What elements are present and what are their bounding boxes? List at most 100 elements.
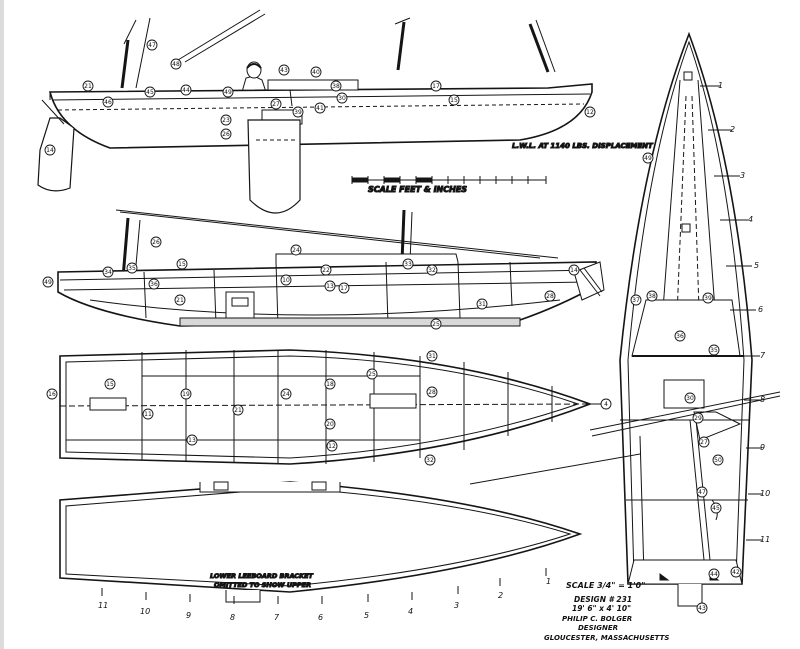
- callout-circle: [544, 290, 556, 302]
- callout-number: 21: [84, 83, 92, 90]
- callout-circle: [326, 440, 338, 452]
- station-number: 6: [318, 613, 323, 622]
- callout-circle: [278, 64, 290, 76]
- leeboard-note-line-2: OMITTED TO SHOW UPPER: [214, 581, 311, 589]
- callout-number: 44: [710, 571, 718, 578]
- part-callout: 37: [630, 294, 642, 306]
- callout-circle: [698, 436, 710, 448]
- callout-circle: [424, 454, 436, 466]
- callout-number: 34: [104, 269, 112, 276]
- callout-number: 39: [294, 109, 302, 116]
- callout-circle: [82, 80, 94, 92]
- part-callout: 49: [222, 86, 234, 98]
- callout-circle: [402, 258, 414, 270]
- part-callout: 32: [426, 264, 438, 276]
- callout-circle: [314, 102, 326, 114]
- callout-number: 49: [44, 279, 52, 286]
- part-callout: 29: [692, 412, 704, 424]
- callout-circle: [338, 282, 350, 294]
- part-callout: 44: [180, 84, 192, 96]
- part-callout: 22: [320, 264, 332, 276]
- part-callout: 12: [584, 106, 596, 118]
- callout-number: 10: [282, 277, 290, 284]
- callout-circle: [310, 66, 322, 78]
- callout-circle: [104, 378, 116, 390]
- callout-circle: [430, 80, 442, 92]
- leeboard-note-line-1: LOWER LEEBOARD BRACKET: [210, 572, 314, 580]
- station-number: 1: [546, 577, 551, 586]
- part-callout: 38: [330, 80, 342, 92]
- part-callout: 47: [696, 486, 708, 498]
- part-callout: 47: [146, 39, 158, 51]
- scale-note: SCALE 3/4" = 1'0": [566, 581, 645, 590]
- part-callout: 24: [280, 388, 292, 400]
- callout-number: 15: [450, 97, 458, 104]
- callout-circle: [684, 392, 696, 404]
- part-callout: 45: [144, 86, 156, 98]
- callout-number: 27: [272, 101, 280, 108]
- part-callout: 49: [642, 152, 654, 164]
- callout-number: 49: [644, 155, 652, 162]
- callout-circle: [280, 388, 292, 400]
- part-callout: 17: [338, 282, 350, 294]
- station-number: 7: [760, 351, 766, 360]
- designer-name: PHILIP C. BOLGER: [562, 615, 632, 623]
- callout-number: 33: [404, 261, 412, 268]
- station-number: 10: [140, 607, 150, 616]
- callout-circle: [220, 128, 232, 140]
- callout-circle: [710, 502, 722, 514]
- callout-number: 29: [694, 415, 702, 422]
- part-callout: 31: [426, 350, 438, 362]
- station-number: 2: [730, 125, 735, 134]
- part-callout: 40: [310, 66, 322, 78]
- deck-plan-view: 1 2 3 4 5 6 7 8 9 10 11: [469, 31, 781, 607]
- part-callout: 23: [220, 114, 232, 126]
- part-callout: 25: [430, 318, 442, 330]
- callout-number: 48: [172, 61, 180, 68]
- callout-circle: [42, 276, 54, 288]
- callout-number: 32: [426, 457, 434, 464]
- station-number: 11: [98, 601, 108, 610]
- callout-circle: [180, 84, 192, 96]
- callout-number: 20: [326, 421, 334, 428]
- callout-number: 21: [176, 297, 184, 304]
- title-block: SCALE 3/4" = 1'0" DESIGN # 231 19' 6" x …: [544, 581, 669, 642]
- part-callout: 15: [176, 258, 188, 270]
- callout-number: 27: [700, 439, 708, 446]
- callout-circle: [426, 264, 438, 276]
- part-callout: 19: [180, 388, 192, 400]
- callout-circle: [290, 244, 302, 256]
- callout-circle: [600, 398, 612, 410]
- part-callout: 35: [126, 262, 138, 274]
- callout-circle: [222, 86, 234, 98]
- part-callout: 11: [142, 408, 154, 420]
- part-callout: 20: [324, 418, 336, 430]
- part-callout: 41: [314, 102, 326, 114]
- callout-circle: [232, 404, 244, 416]
- callout-number: 26: [222, 131, 230, 138]
- callout-number: 23: [222, 117, 230, 124]
- designer-title: DESIGNER: [578, 624, 618, 632]
- callout-circle: [180, 388, 192, 400]
- station-number: 9: [186, 611, 191, 620]
- callout-circle: [44, 144, 56, 156]
- part-callout: 49: [42, 276, 54, 288]
- callout-number: 11: [144, 411, 152, 418]
- part-callout: 30: [336, 92, 348, 104]
- part-callout: 26: [220, 128, 232, 140]
- callout-number: 28: [428, 389, 436, 396]
- part-callout: 18: [324, 378, 336, 390]
- helmsman-figure: [241, 61, 267, 93]
- callout-number: 12: [328, 443, 336, 450]
- callout-circle: [696, 486, 708, 498]
- station-number: 3: [454, 601, 459, 610]
- callout-circle: [142, 408, 154, 420]
- callout-circle: [730, 566, 742, 578]
- part-callout: 48: [170, 58, 182, 70]
- callout-number: 30: [338, 95, 346, 102]
- callout-number: 38: [648, 293, 656, 300]
- station-number: 9: [760, 443, 765, 452]
- scale-bar-label: SCALE FEET & INCHES: [368, 185, 467, 194]
- callout-circle: [46, 388, 58, 400]
